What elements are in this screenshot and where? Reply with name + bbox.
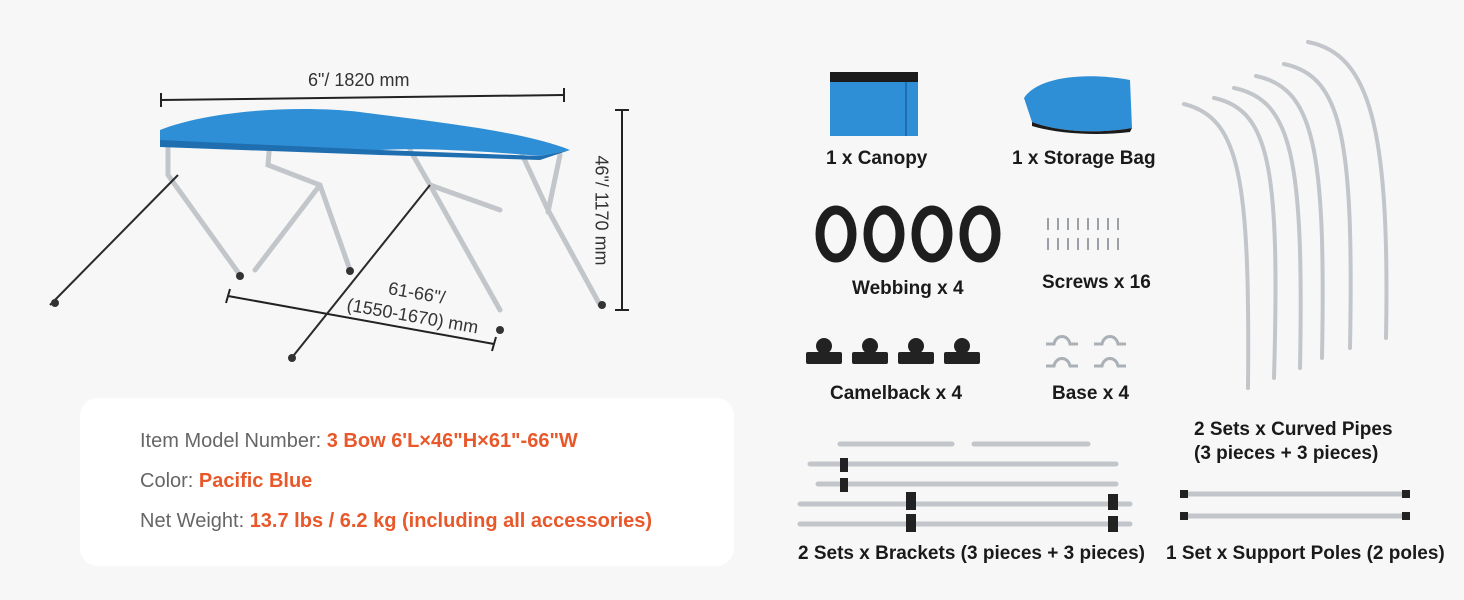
support-poles-part-label: 1 Set x Support Poles (2 poles)	[1166, 543, 1445, 564]
canopy-part-image	[830, 72, 918, 136]
camelback-part-label: Camelback x 4	[830, 383, 963, 404]
webbing-straps-image	[815, 205, 1001, 263]
frame-tubes	[165, 137, 603, 313]
height-dimension-line	[615, 109, 629, 311]
base-part-label: Base x 4	[1052, 383, 1130, 404]
canopy-fabric	[160, 109, 570, 156]
spec-weight-value: 13.7 lbs / 6.2 kg (including all accesso…	[249, 510, 653, 532]
length-dimension-line	[160, 88, 565, 107]
length-dimension-label: 6"/ 1820 mm	[308, 70, 410, 90]
height-dimension-label: 46"/ 1170 mm	[591, 155, 612, 266]
spec-weight-label: Net Weight:	[140, 510, 245, 532]
support-poles-image	[1180, 490, 1410, 520]
spec-weight: Net Weight: 13.7 lbs / 6.2 kg (including…	[140, 510, 652, 533]
storage-bag-part-image	[1024, 76, 1132, 134]
spec-model-value: 3 Bow 6'L×46"H×61"-66"W	[326, 430, 578, 452]
screws-part-label: Screws x 16	[1042, 272, 1151, 293]
camelback-image	[806, 338, 980, 364]
brackets-part-label: 2 Sets x Brackets (3 pieces + 3 pieces)	[798, 543, 1145, 564]
brackets-image	[797, 441, 1133, 532]
storage-bag-part-label: 1 x Storage Bag	[1012, 148, 1156, 169]
curved-pipes-label-line1: 2 Sets x Curved Pipes	[1194, 419, 1393, 440]
screws-image	[1047, 218, 1119, 250]
spec-card: Item Model Number: 3 Bow 6'L×46"H×61"-66…	[80, 398, 734, 566]
curved-pipes-label-line2: (3 pieces + 3 pieces)	[1194, 443, 1379, 464]
curved-pipes-image	[1182, 40, 1389, 390]
webbing-part-label: Webbing x 4	[852, 278, 964, 299]
spec-color-value: Pacific Blue	[198, 470, 313, 492]
spec-model-label: Item Model Number:	[140, 430, 322, 452]
spec-color: Color: Pacific Blue	[140, 470, 312, 493]
base-image	[1046, 335, 1126, 368]
canopy-part-label: 1 x Canopy	[826, 148, 928, 169]
frame-feet	[51, 267, 606, 362]
bimini-top-illustration	[49, 88, 629, 362]
width-dimension-line	[225, 288, 497, 352]
spec-model: Item Model Number: 3 Bow 6'L×46"H×61"-66…	[140, 430, 578, 453]
spec-color-label: Color:	[140, 470, 194, 492]
tie-down-straps	[49, 174, 431, 361]
